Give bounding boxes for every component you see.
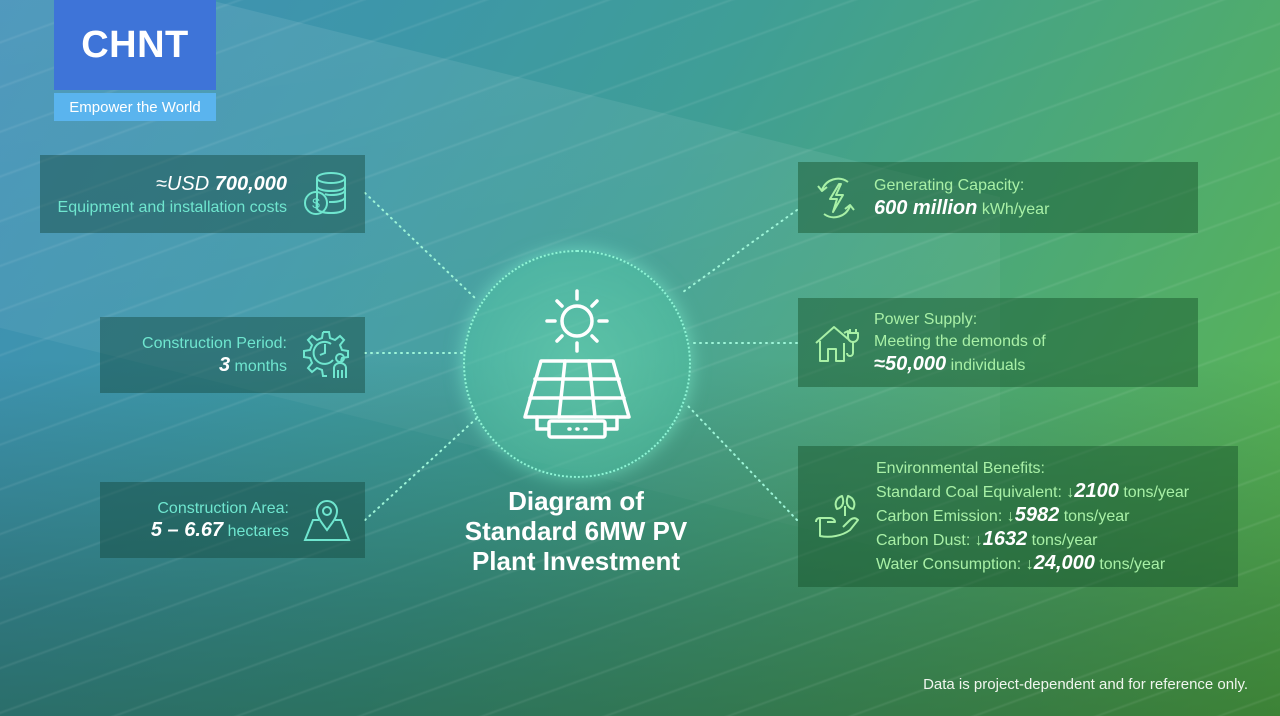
title-line-3: Plant Investment bbox=[471, 546, 681, 576]
card-cost-text: ≈USD 700,000 Equipment and installation … bbox=[58, 171, 287, 218]
capacity-text: Generating Capacity: 600 million kWh/yea… bbox=[874, 175, 1049, 220]
hand-leaf-icon bbox=[812, 492, 862, 542]
cost-label: Equipment and installation costs bbox=[57, 198, 287, 216]
logo-tagline: Empower the World bbox=[54, 93, 216, 121]
cost-prefix: ≈USD bbox=[155, 172, 215, 195]
env-item-value: 5982 bbox=[1014, 503, 1060, 526]
card-cost: ≈USD 700,000 Equipment and installation … bbox=[40, 155, 365, 233]
svg-text:$: $ bbox=[312, 195, 320, 211]
capacity-value: 600 million bbox=[874, 197, 978, 219]
cost-value-line: ≈USD 700,000 bbox=[58, 171, 287, 197]
supply-text: Power Supply: Meeting the demonds of ≈50… bbox=[874, 309, 1046, 376]
down-arrow-icon: ↓ bbox=[1066, 483, 1075, 501]
card-construction-period: Construction Period: 3 months bbox=[100, 317, 365, 393]
env-item-name: Carbon Emission: bbox=[876, 507, 1003, 525]
supply-value: ≈50,000 bbox=[874, 353, 947, 375]
logo-mark: CHNT bbox=[54, 0, 216, 90]
solar-panel-sun-icon bbox=[507, 289, 647, 439]
env-item-name: Water Consumption: bbox=[876, 555, 1022, 573]
supply-unit: individuals bbox=[950, 357, 1026, 374]
down-arrow-icon: ↓ bbox=[1006, 507, 1015, 525]
period-value: 3 bbox=[218, 354, 231, 376]
card-construction-area: Construction Area: 5 – 6.67 hectares bbox=[100, 482, 365, 558]
down-arrow-icon: ↓ bbox=[1025, 555, 1034, 573]
env-item-water: Water Consumption: ↓24,000 tons/year bbox=[876, 552, 1189, 576]
env-item-unit: tons/year bbox=[1031, 531, 1098, 549]
environment-text: Environmental Benefits: Standard Coal Eq… bbox=[876, 458, 1189, 576]
env-item-carbon-dust: Carbon Dust: ↓1632 tons/year bbox=[876, 528, 1189, 552]
brand-logo: CHNT Empower the World bbox=[54, 0, 216, 121]
supply-label: Power Supply: bbox=[874, 311, 978, 328]
env-item-unit: tons/year bbox=[1063, 507, 1130, 525]
capacity-label: Generating Capacity: bbox=[874, 177, 1025, 194]
card-environmental-benefits: Environmental Benefits: Standard Coal Eq… bbox=[798, 446, 1238, 587]
coins-dollar-icon: $ bbox=[301, 169, 351, 219]
area-unit: hectares bbox=[227, 523, 289, 540]
title-line-1: Diagram of bbox=[508, 486, 644, 516]
down-arrow-icon: ↓ bbox=[974, 531, 983, 549]
env-item-carbon-emission: Carbon Emission: ↓5982 tons/year bbox=[876, 504, 1189, 528]
diagram-title: Diagram of Standard 6MW PV Plant Investm… bbox=[420, 486, 732, 576]
logo-wordmark: CHNT bbox=[81, 23, 189, 66]
center-solar-circle bbox=[463, 250, 691, 478]
cost-value: 700,000 bbox=[214, 172, 287, 195]
env-item-coal: Standard Coal Equivalent: ↓2100 tons/yea… bbox=[876, 480, 1189, 504]
period-label: Construction Period: bbox=[142, 335, 287, 352]
renewable-lightning-icon bbox=[812, 174, 860, 222]
period-unit: months bbox=[234, 358, 287, 375]
supply-sublabel: Meeting the demonds of bbox=[874, 333, 1046, 350]
area-value: 5 – 6.67 bbox=[150, 519, 224, 541]
env-item-unit: tons/year bbox=[1099, 555, 1166, 573]
capacity-unit: kWh/year bbox=[981, 201, 1050, 218]
environment-label: Environmental Benefits: bbox=[876, 459, 1045, 477]
env-item-name: Standard Coal Equivalent: bbox=[876, 483, 1062, 501]
area-text: Construction Area: 5 – 6.67 hectares bbox=[151, 498, 289, 542]
env-item-value: 1632 bbox=[982, 527, 1028, 550]
env-item-name: Carbon Dust: bbox=[876, 531, 971, 549]
gear-clock-person-icon bbox=[301, 328, 351, 382]
map-pin-icon bbox=[303, 498, 351, 542]
area-label: Construction Area: bbox=[157, 500, 289, 517]
card-power-supply: Power Supply: Meeting the demonds of ≈50… bbox=[798, 298, 1198, 387]
title-line-2: Standard 6MW PV bbox=[464, 516, 688, 546]
period-text: Construction Period: 3 months bbox=[142, 333, 287, 377]
house-plug-icon bbox=[812, 319, 860, 367]
card-generating-capacity: Generating Capacity: 600 million kWh/yea… bbox=[798, 162, 1198, 233]
env-item-value: 24,000 bbox=[1033, 551, 1095, 574]
env-item-unit: tons/year bbox=[1123, 483, 1190, 501]
env-item-value: 2100 bbox=[1074, 479, 1119, 502]
footnote: Data is project-dependent and for refere… bbox=[923, 676, 1248, 693]
